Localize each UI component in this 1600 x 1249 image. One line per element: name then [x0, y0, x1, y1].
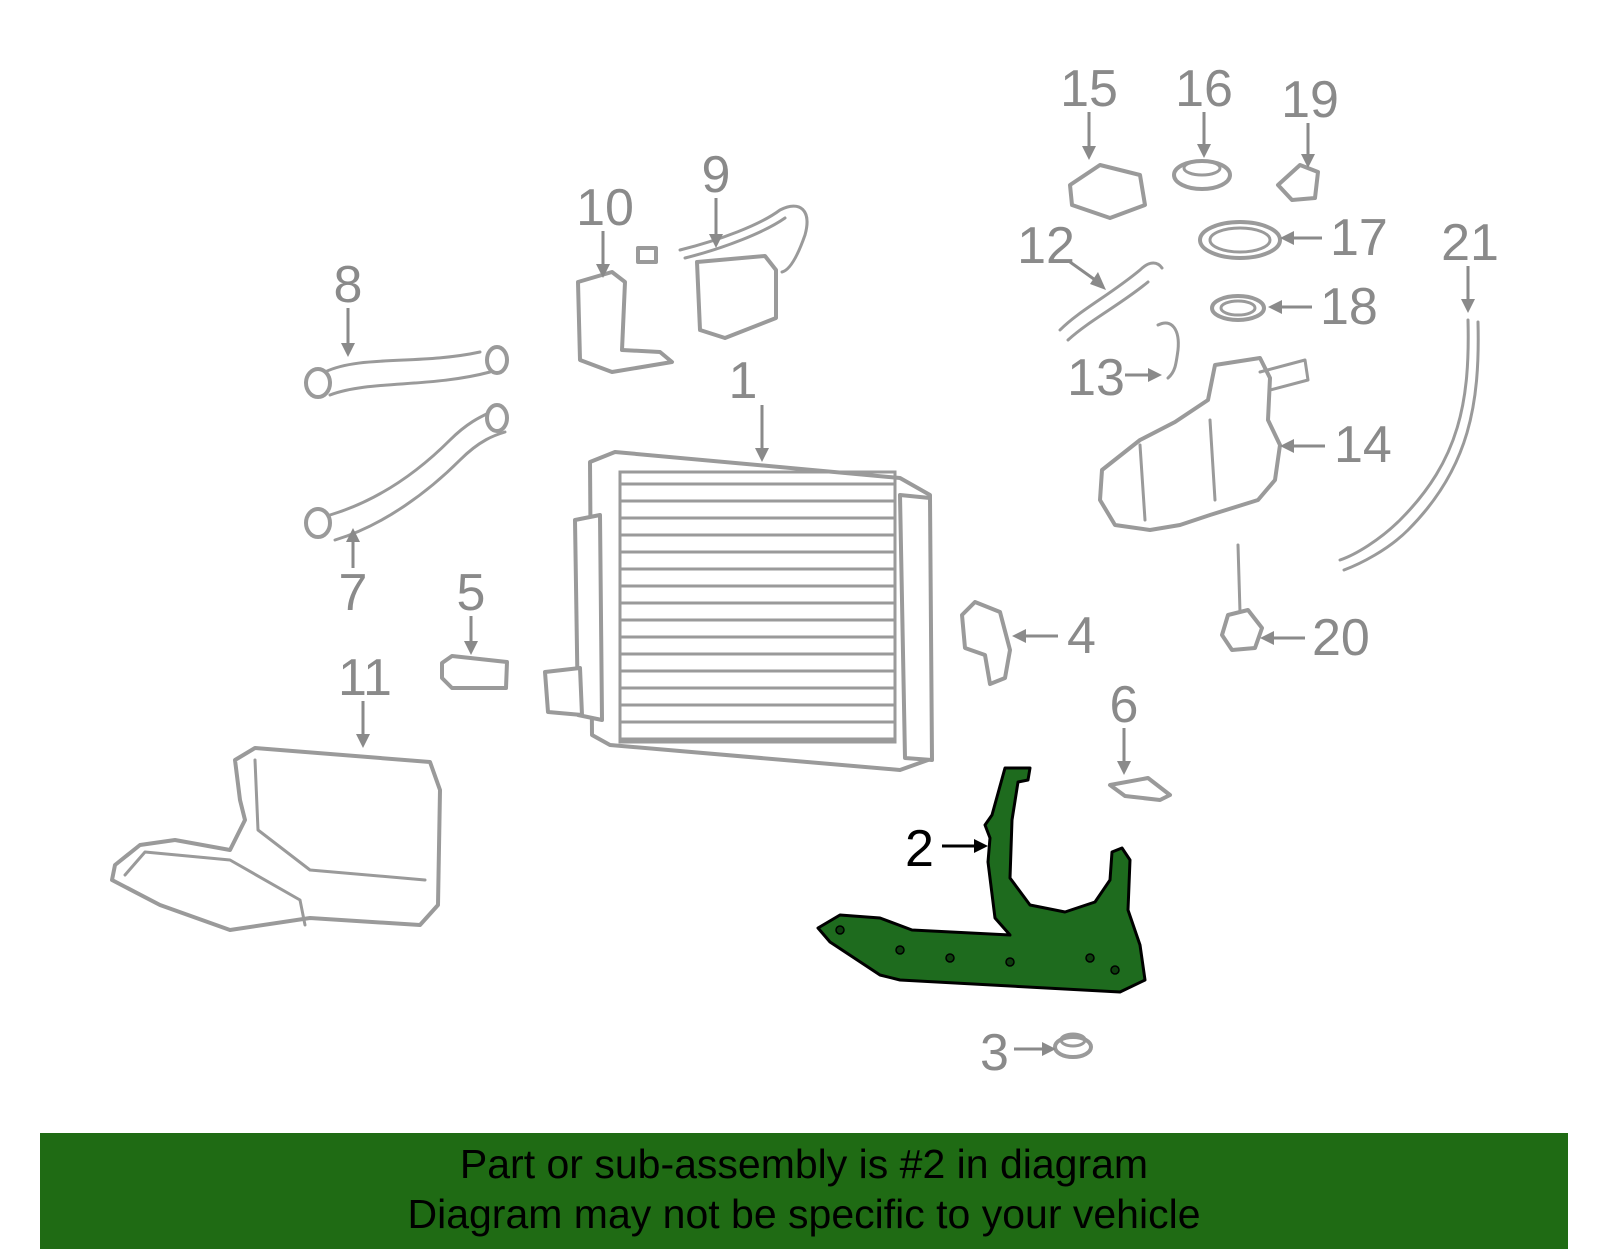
svg-text:19: 19	[1281, 71, 1339, 129]
svg-text:12: 12	[1017, 217, 1075, 275]
svg-text:16: 16	[1175, 60, 1233, 118]
part-13-small-hose[interactable]	[1156, 321, 1180, 380]
part-2-bracket-highlighted[interactable]	[816, 766, 1147, 994]
svg-text:7: 7	[339, 564, 368, 622]
svg-text:11: 11	[338, 649, 392, 707]
part-10-bracket[interactable]	[576, 270, 674, 374]
svg-text:3: 3	[980, 1024, 1009, 1082]
part-18-o-ring[interactable]	[1210, 294, 1266, 322]
callout-6: 6	[1110, 676, 1139, 775]
callout-8: 8	[334, 256, 363, 357]
part-19-clip[interactable]	[1276, 163, 1320, 202]
callout-7: 7	[339, 528, 368, 622]
callout-3: 3	[980, 1024, 1056, 1082]
svg-text:8: 8	[334, 256, 363, 314]
svg-text:9: 9	[702, 146, 731, 204]
svg-text:21: 21	[1441, 214, 1499, 272]
svg-text:18: 18	[1320, 278, 1378, 336]
callout-16: 16	[1175, 60, 1233, 158]
callout-21: 21	[1441, 214, 1499, 313]
svg-text:2: 2	[905, 820, 934, 878]
callout-9: 9	[702, 146, 731, 248]
info-banner: Part or sub-assembly is #2 in diagram Di…	[40, 1133, 1568, 1249]
part-12-hose[interactable]	[1058, 261, 1164, 342]
part-7-lower-hose[interactable]	[304, 403, 509, 542]
part-17-seal-ring[interactable]	[1198, 220, 1282, 260]
callout-18: 18	[1268, 278, 1378, 336]
callout-12: 12	[1017, 217, 1106, 290]
svg-text:15: 15	[1060, 60, 1118, 118]
part-5-clip[interactable]	[440, 654, 509, 690]
svg-text:17: 17	[1330, 209, 1388, 267]
callout-2: 2	[905, 820, 988, 878]
callout-17: 17	[1280, 209, 1388, 267]
svg-text:14: 14	[1334, 416, 1392, 474]
part-4-mount-bracket[interactable]	[960, 600, 1012, 686]
banner-line-2: Diagram may not be specific to your vehi…	[407, 1191, 1201, 1237]
callout-5: 5	[457, 564, 486, 655]
part-15-connector[interactable]	[1068, 163, 1147, 220]
part-9-control-module[interactable]	[636, 204, 809, 340]
svg-text:13: 13	[1067, 349, 1125, 407]
part-20-sensor[interactable]	[1220, 543, 1264, 652]
part-11-air-duct[interactable]	[110, 746, 442, 932]
callout-14: 14	[1280, 416, 1392, 474]
callout-13: 13	[1067, 349, 1162, 407]
part-14-coolant-reservoir[interactable]	[1098, 356, 1310, 532]
svg-text:5: 5	[457, 564, 486, 622]
callout-4: 4	[1012, 607, 1096, 665]
svg-text:1: 1	[729, 352, 758, 410]
svg-text:20: 20	[1312, 609, 1370, 667]
callout-20: 20	[1260, 609, 1370, 667]
svg-text:6: 6	[1110, 676, 1139, 734]
part-8-upper-hose[interactable]	[304, 345, 509, 399]
callout-1: 1	[729, 352, 769, 462]
part-6-small-bracket[interactable]	[1108, 776, 1172, 802]
svg-text:10: 10	[576, 179, 634, 237]
part-3-grommet[interactable]	[1053, 1032, 1093, 1059]
svg-text:4: 4	[1067, 607, 1096, 665]
part-16-cap[interactable]	[1172, 159, 1232, 191]
banner-line-1: Part or sub-assembly is #2 in diagram	[459, 1141, 1149, 1187]
callout-15: 15	[1060, 60, 1118, 160]
callout-19: 19	[1281, 71, 1339, 168]
callout-11: 11	[338, 649, 392, 748]
part-1-radiator[interactable]	[543, 450, 934, 772]
part-21-tube[interactable]	[1338, 318, 1480, 572]
callout-10: 10	[576, 179, 634, 278]
